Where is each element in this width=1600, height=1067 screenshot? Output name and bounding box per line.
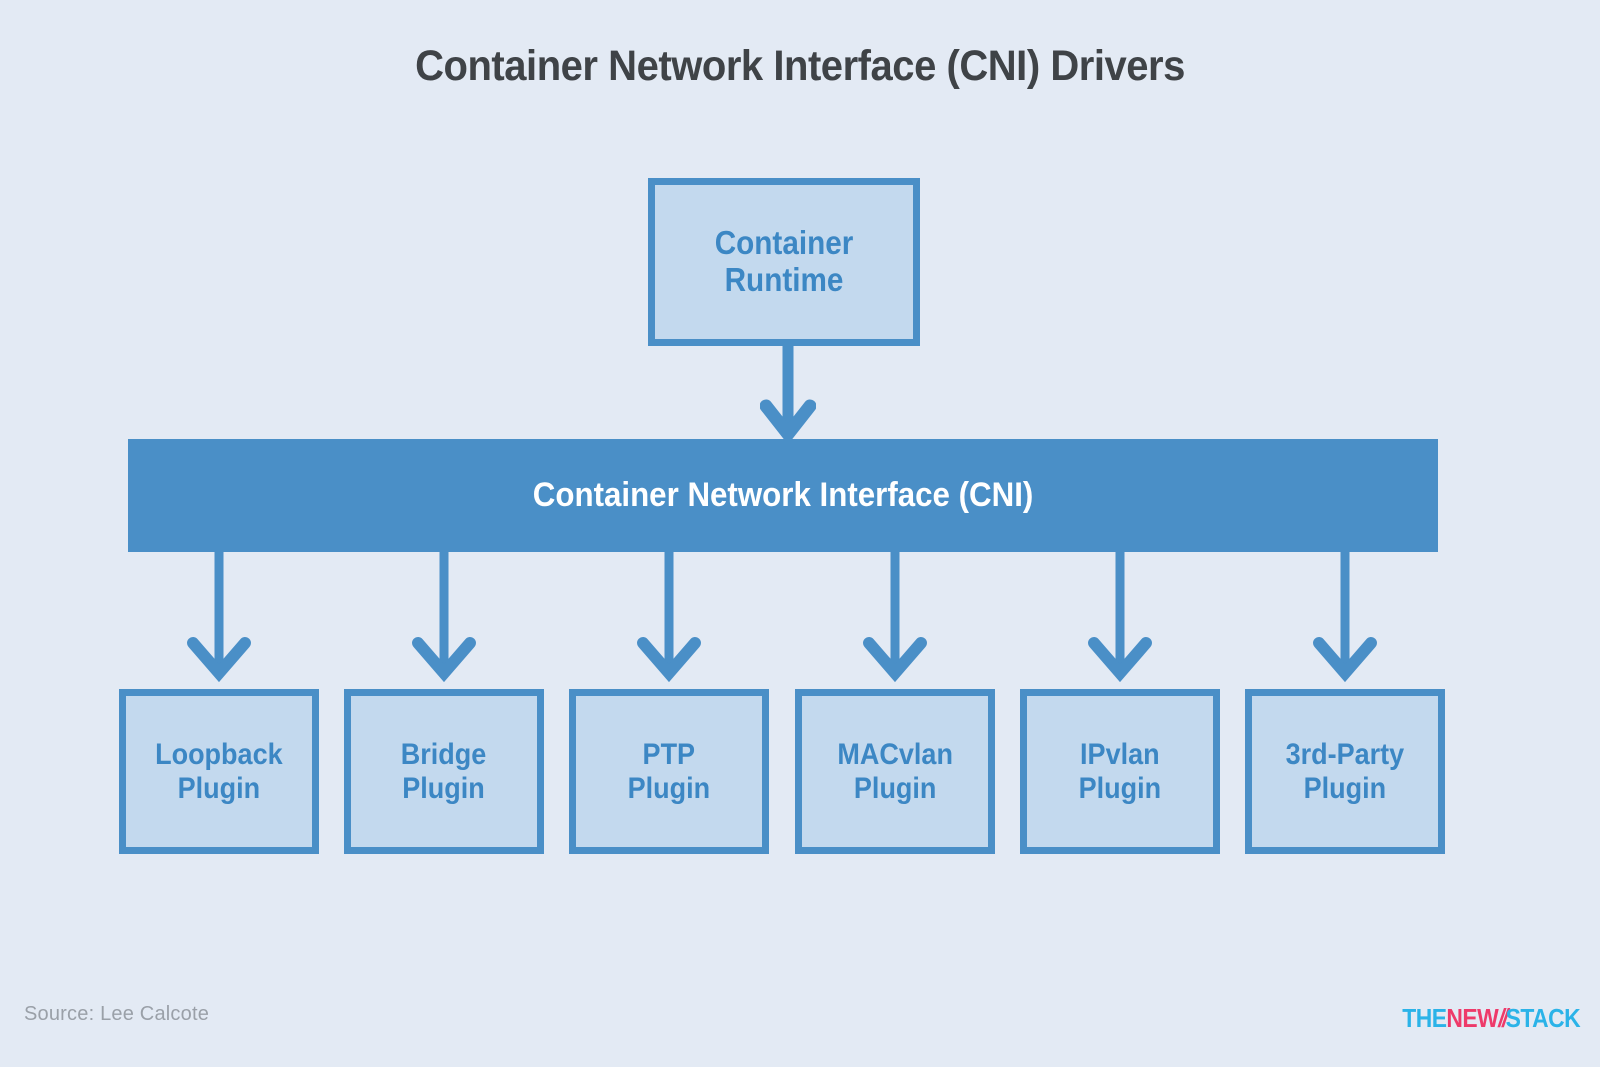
logo-stack: STACK [1505, 1003, 1581, 1033]
node-plugin-loopback-label: Loopback Plugin [155, 737, 283, 805]
node-plugin-macvlan-label: MACvlan Plugin [837, 737, 953, 805]
the-new-stack-logo: THENEW//STACK [1402, 1005, 1580, 1031]
node-plugin-macvlan: MACvlan Plugin [795, 689, 995, 854]
node-container-runtime: Container Runtime [648, 178, 920, 346]
arrow-runtime-to-cni [760, 346, 816, 442]
logo-new: NEW [1446, 1003, 1499, 1033]
node-plugin-ptp: PTP Plugin [569, 689, 769, 854]
node-plugin-loopback: Loopback Plugin [119, 689, 319, 854]
source-attribution: Source: Lee Calcote [24, 1003, 210, 1025]
arrow-cni-to-ipvlan [1088, 551, 1152, 683]
arrow-cni-to-ptp [637, 551, 701, 683]
node-plugin-ipvlan: IPvlan Plugin [1020, 689, 1220, 854]
node-container-runtime-label: Container Runtime [714, 224, 854, 298]
logo-the: THE [1402, 1003, 1447, 1033]
node-plugin-ptp-label: PTP Plugin [627, 737, 711, 805]
arrow-cni-to-loopback [187, 551, 251, 683]
arrow-cni-to-macvlan [863, 551, 927, 683]
node-cni-bar-label: Container Network Interface (CNI) [532, 476, 1034, 514]
page-title: Container Network Interface (CNI) Driver… [415, 42, 1185, 90]
node-cni-bar: Container Network Interface (CNI) [128, 439, 1438, 552]
node-plugin-ipvlan-label: IPvlan Plugin [1078, 737, 1162, 805]
node-plugin-3rd-party-label: 3rd-Party Plugin [1285, 737, 1405, 805]
arrow-cni-to-bridge [412, 551, 476, 683]
node-plugin-bridge-label: Bridge Plugin [401, 737, 487, 805]
node-plugin-3rd-party: 3rd-Party Plugin [1245, 689, 1445, 854]
arrow-cni-to-3rd-party [1313, 551, 1377, 683]
node-plugin-bridge: Bridge Plugin [344, 689, 544, 854]
logo-slash: // [1498, 1003, 1508, 1033]
